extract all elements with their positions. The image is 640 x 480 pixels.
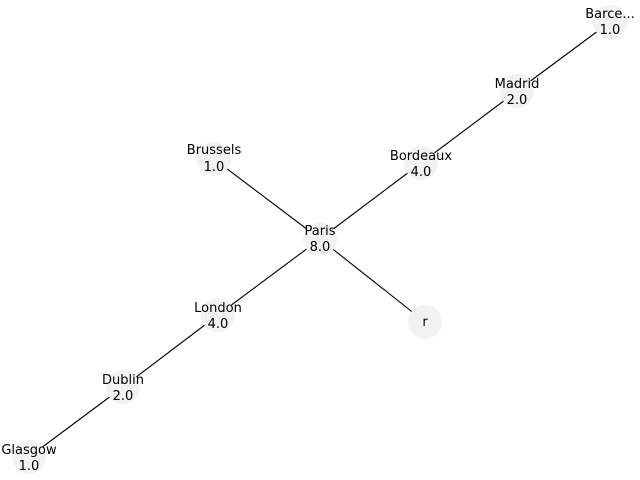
node-name: Madrid	[495, 77, 540, 92]
node-value: 4.0	[208, 317, 229, 332]
node-name: Dublin	[102, 373, 144, 388]
node-circle-london	[201, 298, 235, 332]
edge-dublin-glasgow	[28, 386, 124, 458]
node-name: Glasgow	[1, 443, 57, 458]
node-glasgow: Glasgow 1.0	[1, 443, 57, 474]
node-value: 1.0	[600, 23, 621, 38]
node-value: 8.0	[310, 240, 331, 255]
node-madrid: Madrid 2.0	[495, 77, 540, 108]
node-circle-bordeaux	[404, 146, 438, 180]
node-circle-glasgow	[12, 440, 46, 474]
edge-london-dublin	[122, 314, 219, 388]
node-circle-barcelona	[593, 5, 627, 39]
node-circle-brussels	[197, 142, 231, 176]
node-backgrounds	[12, 5, 627, 474]
edges	[28, 21, 611, 458]
edge-bordeaux-madrid	[420, 90, 518, 164]
edge-paris-brussels	[213, 158, 321, 240]
node-value: 2.0	[507, 93, 528, 108]
node-name: London	[194, 301, 242, 316]
edge-paris-bordeaux	[319, 162, 422, 240]
node-value: 4.0	[411, 165, 432, 180]
node-name: Barce...	[585, 7, 635, 22]
node-labels: Paris 8.0 Brussels 1.0 Bordeaux 4.0 Madr…	[1, 7, 634, 474]
node-name: Bordeaux	[390, 149, 452, 164]
node-brussels: Brussels 1.0	[187, 143, 242, 175]
node-value: 1.0	[19, 459, 40, 474]
node-london: London 4.0	[194, 301, 242, 332]
node-paris: Paris 8.0	[305, 224, 336, 255]
edge-paris-root	[319, 238, 426, 323]
node-bordeaux: Bordeaux 4.0	[390, 149, 452, 180]
node-circle-paris	[303, 222, 337, 256]
node-circle-dublin	[106, 370, 140, 404]
edge-paris-london	[217, 238, 321, 316]
node-name: Paris	[305, 224, 336, 239]
node-name: r	[422, 315, 428, 330]
node-circle-root	[408, 305, 442, 339]
node-root: r	[422, 315, 428, 330]
edge-madrid-barcelona	[516, 21, 611, 92]
node-circle-madrid	[500, 74, 534, 108]
node-value: 2.0	[113, 389, 134, 404]
node-barcelona: Barce... 1.0	[585, 7, 635, 38]
node-dublin: Dublin 2.0	[102, 373, 144, 404]
node-name: Brussels	[187, 143, 242, 158]
node-value: 1.0	[204, 160, 225, 175]
